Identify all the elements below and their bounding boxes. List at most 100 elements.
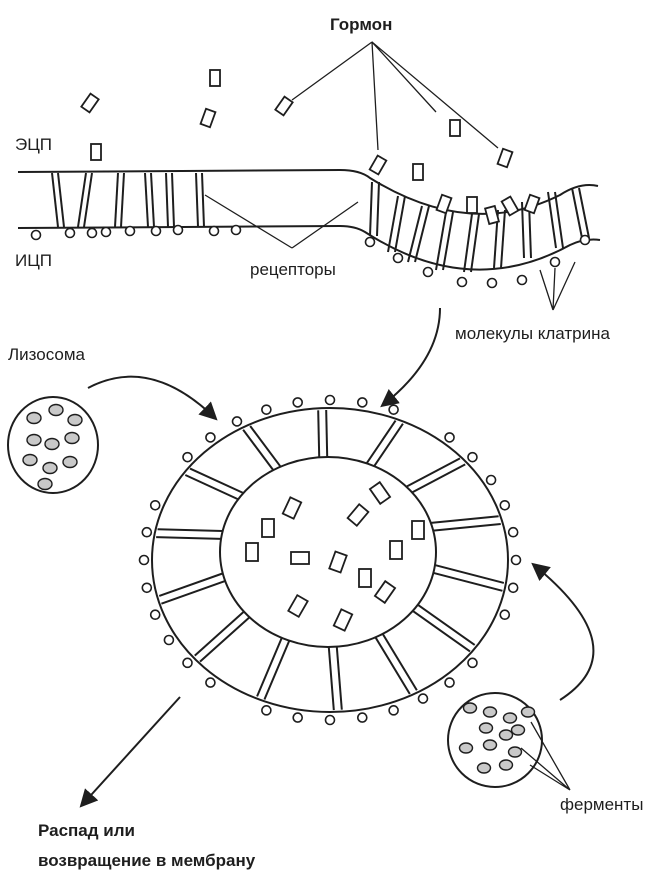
receptor-line [471, 214, 479, 272]
clathrin-bead [152, 227, 161, 236]
hormone-molecule [375, 581, 395, 603]
granule [522, 707, 535, 717]
clathrin-bead [389, 405, 398, 414]
vesicle-receptor-line [376, 638, 410, 694]
vesicle-receptor-line [318, 410, 319, 457]
vesicle-clathrin-beads [140, 396, 521, 725]
clathrin-bead [140, 556, 149, 565]
vesicle-receptor-line [195, 611, 244, 655]
hormone-leader [292, 42, 498, 150]
clathrin-bead [445, 678, 454, 687]
receptor-line [370, 182, 372, 236]
granule [478, 763, 491, 773]
vesicle-receptor-line [433, 524, 501, 531]
clathrin-bead [174, 226, 183, 235]
clathrin-bead [206, 433, 215, 442]
fate-label-line2: возвращение в мембрану [38, 851, 256, 870]
granule [484, 707, 497, 717]
clathrin-bead [293, 398, 302, 407]
hormone-molecule [201, 109, 216, 127]
clathrin-bead [487, 476, 496, 485]
granule [43, 463, 57, 474]
clathrin-bead [389, 706, 398, 715]
lysosome-label: Лизосома [8, 345, 86, 364]
hormone-molecule [467, 197, 477, 213]
lysosome-fusion-arrow [88, 377, 215, 418]
hormone-molecule [498, 149, 513, 167]
fate-arrow [82, 697, 180, 805]
vesicle-receptor-channels [156, 410, 504, 710]
granule [63, 457, 77, 468]
clathrin-bead [424, 268, 433, 277]
enzyme-vesicle [448, 693, 542, 787]
vesicle-receptor-line [158, 529, 223, 531]
receptor-line [464, 214, 472, 272]
hormone-molecule [412, 521, 424, 539]
granule [49, 405, 63, 416]
vesicle-receptor-line [431, 516, 499, 523]
clathrin-bead [88, 229, 97, 238]
hormone-molecule [283, 497, 301, 518]
hormone-molecule [485, 206, 499, 224]
enzymes-leader [521, 722, 570, 790]
vesicle-receptor-line [337, 647, 342, 710]
receptor-line [115, 173, 118, 227]
clathrin-bead [509, 583, 518, 592]
granule [38, 479, 52, 490]
clathrin-bead [151, 501, 160, 510]
granule [484, 740, 497, 750]
granule [27, 435, 41, 446]
receptor-line [501, 210, 505, 268]
hormone-molecule [525, 195, 540, 213]
vesicle-receptor-line [200, 617, 249, 661]
receptor-channels-flat [52, 173, 204, 227]
vesicle-receptor-line [435, 565, 504, 583]
lysosome-granules [23, 405, 82, 490]
clathrin-bead [102, 228, 111, 237]
clathrin-leader [540, 262, 575, 310]
clathrin-bead [262, 706, 271, 715]
granule [65, 433, 79, 444]
clathrin-bead [358, 713, 367, 722]
hormone-molecule [246, 543, 258, 561]
enzymes-label: ферменты [560, 795, 643, 814]
granule [27, 413, 41, 424]
vesicle-receptor-line [329, 647, 334, 710]
clathrin-bead [394, 254, 403, 263]
hormone-molecule [413, 164, 423, 180]
vesicle-receptor-line [434, 573, 503, 591]
vesicle-receptor-line [156, 537, 221, 539]
granule [464, 703, 477, 713]
hormone-molecule [390, 541, 402, 559]
enzyme-granules [460, 703, 535, 773]
receptor-line [121, 173, 124, 227]
clathrin-bead [262, 405, 271, 414]
hormone-molecule [91, 144, 101, 160]
granule [480, 723, 493, 733]
hormone-molecule [370, 156, 387, 175]
hormone-molecule [334, 609, 352, 630]
clathrin-bead [210, 227, 219, 236]
ecs-label: ЭЦП [15, 135, 52, 154]
clathrin-label: молекулы клатрина [455, 324, 611, 343]
clathrin-bead [500, 501, 509, 510]
receptor-line [52, 173, 58, 227]
receptor-line [145, 173, 148, 227]
endocytosis-arrow [383, 308, 440, 405]
granule [500, 730, 513, 740]
granule [509, 747, 522, 757]
internalized-hormones [246, 482, 424, 631]
clathrin-bead [183, 658, 192, 667]
clathrin-bead [509, 528, 518, 537]
hormone-molecule [348, 504, 369, 526]
clathrin-bead [32, 231, 41, 240]
hormone-molecule [450, 120, 460, 136]
receptor-line [172, 173, 174, 227]
hormone-molecule [288, 595, 307, 617]
hormone-molecule [210, 70, 220, 86]
receptor-line [408, 206, 422, 262]
hormone-molecule [275, 97, 292, 116]
lysosome [8, 397, 98, 493]
